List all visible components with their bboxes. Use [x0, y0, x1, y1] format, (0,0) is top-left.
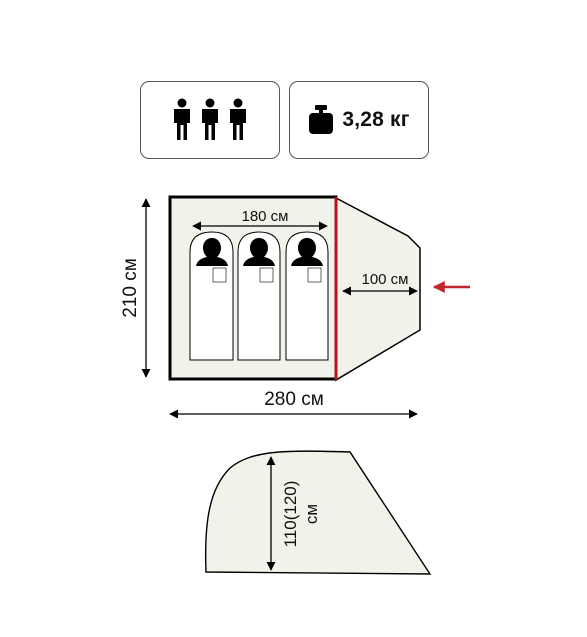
weight-label: 3,28 кг: [342, 108, 410, 131]
bag-icon: [309, 105, 334, 134]
side-view-silhouette: [204, 450, 432, 575]
sleeping-bag: [237, 231, 281, 361]
height-label-line2: см: [302, 504, 321, 524]
depth-label: 210 см: [120, 258, 141, 318]
inner-width-label: 180 см: [241, 208, 288, 225]
weight-badge: 3,28 кг: [289, 81, 429, 159]
capacity-badge: [140, 81, 280, 159]
person-head-icon: [243, 238, 275, 266]
three-persons-icon: [174, 98, 246, 140]
length-label: 280 см: [264, 389, 324, 410]
sleeping-bag: [189, 231, 234, 361]
person-head-icon: [291, 238, 323, 266]
height-label-line1: 110(120): [281, 481, 300, 548]
vestibule-depth-label: 100 см: [361, 271, 408, 288]
sleeping-bag: [285, 231, 329, 361]
vestibule-outline: [335, 196, 421, 382]
person-head-icon: [196, 238, 228, 266]
